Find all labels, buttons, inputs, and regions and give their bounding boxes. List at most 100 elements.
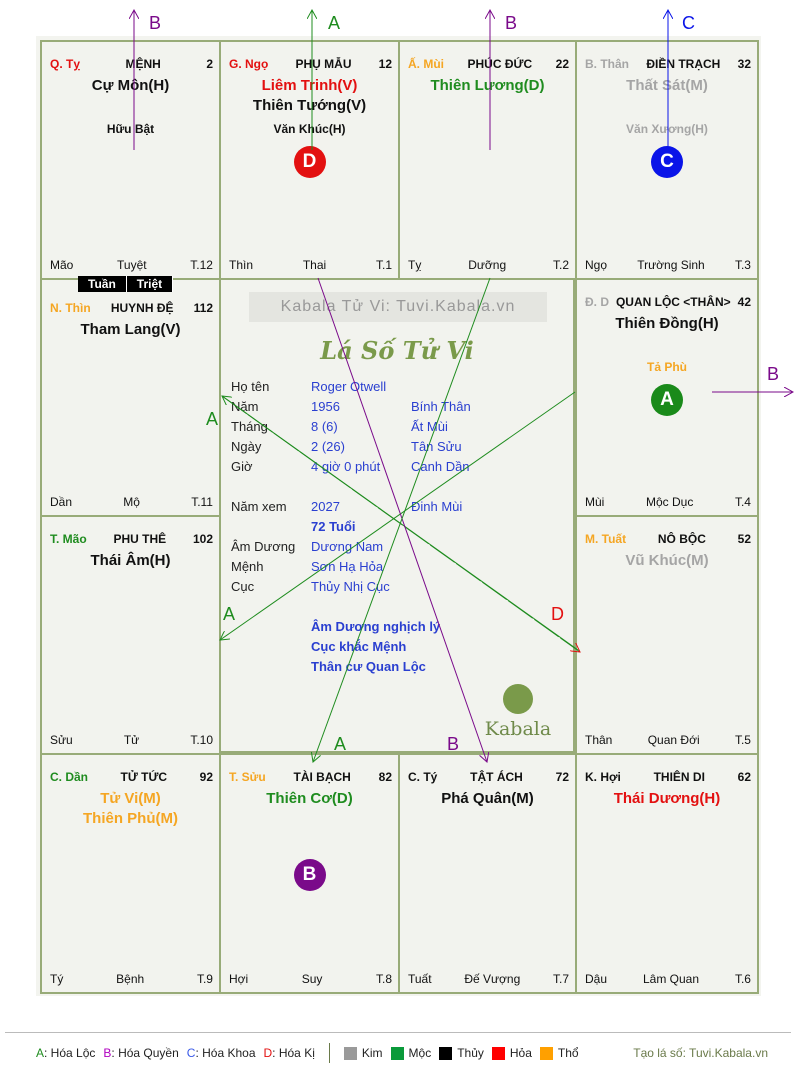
branch-label: Đ. D bbox=[585, 295, 609, 309]
palace-name: PHÚC ĐỨC bbox=[467, 57, 533, 71]
palace-number: 72 bbox=[555, 770, 569, 784]
info-value: 72 Tuổi bbox=[311, 519, 356, 534]
info-value: 2 (26) bbox=[311, 439, 345, 454]
life-stage: Tuyệt bbox=[117, 258, 147, 272]
earthly-branch: Mùi bbox=[585, 495, 605, 509]
main-stars: Vũ Khúc(M) bbox=[577, 551, 757, 571]
month-label: T.8 bbox=[375, 972, 392, 986]
earthly-branch: Tý bbox=[50, 972, 64, 986]
branch-label: T. Sửu bbox=[229, 770, 266, 784]
main-star: Cự Môn(H) bbox=[91, 77, 170, 94]
branch-label: B. Thân bbox=[585, 57, 629, 71]
swatch-2 bbox=[439, 1046, 453, 1060]
month-label: T.7 bbox=[552, 972, 569, 986]
branch-label: K. Hợi bbox=[585, 770, 621, 784]
life-stage: Dưỡng bbox=[468, 258, 507, 272]
main-star: Thiên Đồng(H) bbox=[615, 315, 719, 332]
arrow-a-to-tai-bach bbox=[313, 277, 491, 762]
arrow-label: C bbox=[682, 13, 695, 33]
info-can-chi: Bính Thân bbox=[411, 399, 471, 414]
legend-label: : Hóa Quyền bbox=[111, 1046, 179, 1060]
palace-number: 52 bbox=[737, 532, 751, 546]
life-stage: Suy bbox=[301, 972, 323, 986]
legend-key: A bbox=[36, 1046, 45, 1060]
palace-number: 62 bbox=[737, 770, 751, 784]
info-value: Roger Otwell bbox=[311, 379, 387, 394]
legend-label: : Hóa Lộc bbox=[44, 1046, 96, 1060]
element-label: Mộc bbox=[408, 1046, 432, 1060]
note: Âm Dương nghịch lý bbox=[231, 618, 569, 636]
main-stars: Thiên Đồng(H) bbox=[577, 314, 757, 334]
tuan-triet-markers: Tuần Triệt bbox=[78, 276, 174, 292]
earthly-branch: Sửu bbox=[50, 733, 73, 747]
main-star: Thiên Lương(D) bbox=[430, 77, 545, 94]
main-stars: Liêm Trinh(V)Thiên Tướng(V) bbox=[221, 76, 398, 116]
legend-separator bbox=[328, 1043, 330, 1063]
palace-number: 12 bbox=[378, 57, 392, 71]
main-stars: Phá Quân(M) bbox=[400, 789, 575, 809]
center-info-panel: Kabala Tử Vi: Tuvi.Kabala.vn Lá Số Tử Vi… bbox=[219, 278, 575, 753]
info-value: 1956 bbox=[311, 399, 340, 414]
main-stars: Thiên Cơ(D) bbox=[221, 789, 398, 809]
kabala-logo: Kabala bbox=[483, 684, 553, 740]
month-label: T.3 bbox=[734, 258, 751, 272]
arrow-label: A bbox=[223, 604, 235, 624]
credit-link[interactable]: Tạo lá số: Tuvi.Kabala.vn bbox=[633, 1046, 768, 1060]
main-star: Thiên Phủ(M) bbox=[83, 810, 178, 827]
palace-footer: Hợi Suy T.8 bbox=[229, 972, 392, 986]
month-label: T.11 bbox=[191, 495, 213, 509]
month-label: T.9 bbox=[196, 972, 213, 986]
swatch-0 bbox=[343, 1046, 357, 1060]
main-star: Tử Vi(M) bbox=[100, 790, 161, 807]
arrow-b-to-tat-ach bbox=[317, 277, 487, 762]
palace-name: TẬT ÁCH bbox=[470, 770, 523, 784]
swatch-3 bbox=[491, 1046, 505, 1060]
earthly-branch: Dần bbox=[50, 495, 73, 509]
main-star: Thái Dương(H) bbox=[613, 790, 721, 807]
main-stars: Tử Vi(M) Thiên Phủ(M) bbox=[42, 789, 219, 829]
palace-name: HUYNH ĐỆ bbox=[110, 301, 174, 315]
info-value: 8 (6) bbox=[311, 419, 338, 434]
palace-name: PHỤ MẪU bbox=[295, 57, 352, 71]
palace-number: 102 bbox=[192, 532, 213, 546]
earthly-branch: Hợi bbox=[229, 972, 249, 986]
life-stage: Mộc Dục bbox=[645, 495, 694, 509]
palace-number: 112 bbox=[193, 301, 213, 315]
transform-badge-a: A bbox=[651, 384, 683, 416]
info-label: Ngày bbox=[231, 439, 262, 454]
legend-c: C: Hóa Khoa bbox=[187, 1046, 256, 1060]
legend-label: : Hóa Kị bbox=[272, 1046, 315, 1060]
arrow-a-to-phu-the bbox=[220, 391, 576, 640]
palace-number: 92 bbox=[199, 770, 213, 784]
main-star: Phá Quân(M) bbox=[441, 790, 534, 807]
earthly-branch: Thân bbox=[585, 733, 613, 747]
main-stars: Tham Lang(V) bbox=[42, 320, 219, 340]
main-stars: Thất Sát(M) bbox=[577, 76, 757, 96]
arrow-label: B bbox=[505, 13, 517, 33]
legend-a: A: Hóa Lộc bbox=[36, 1046, 95, 1060]
brand-name: Kabala bbox=[484, 718, 552, 740]
transform-badge-d: D bbox=[293, 146, 326, 178]
legend-b: B: Hóa Quyền bbox=[103, 1046, 178, 1060]
palace-name: TÀI BẠCH bbox=[293, 770, 351, 784]
info-value: 2027 bbox=[311, 499, 340, 514]
arrow-label: A bbox=[328, 13, 340, 33]
